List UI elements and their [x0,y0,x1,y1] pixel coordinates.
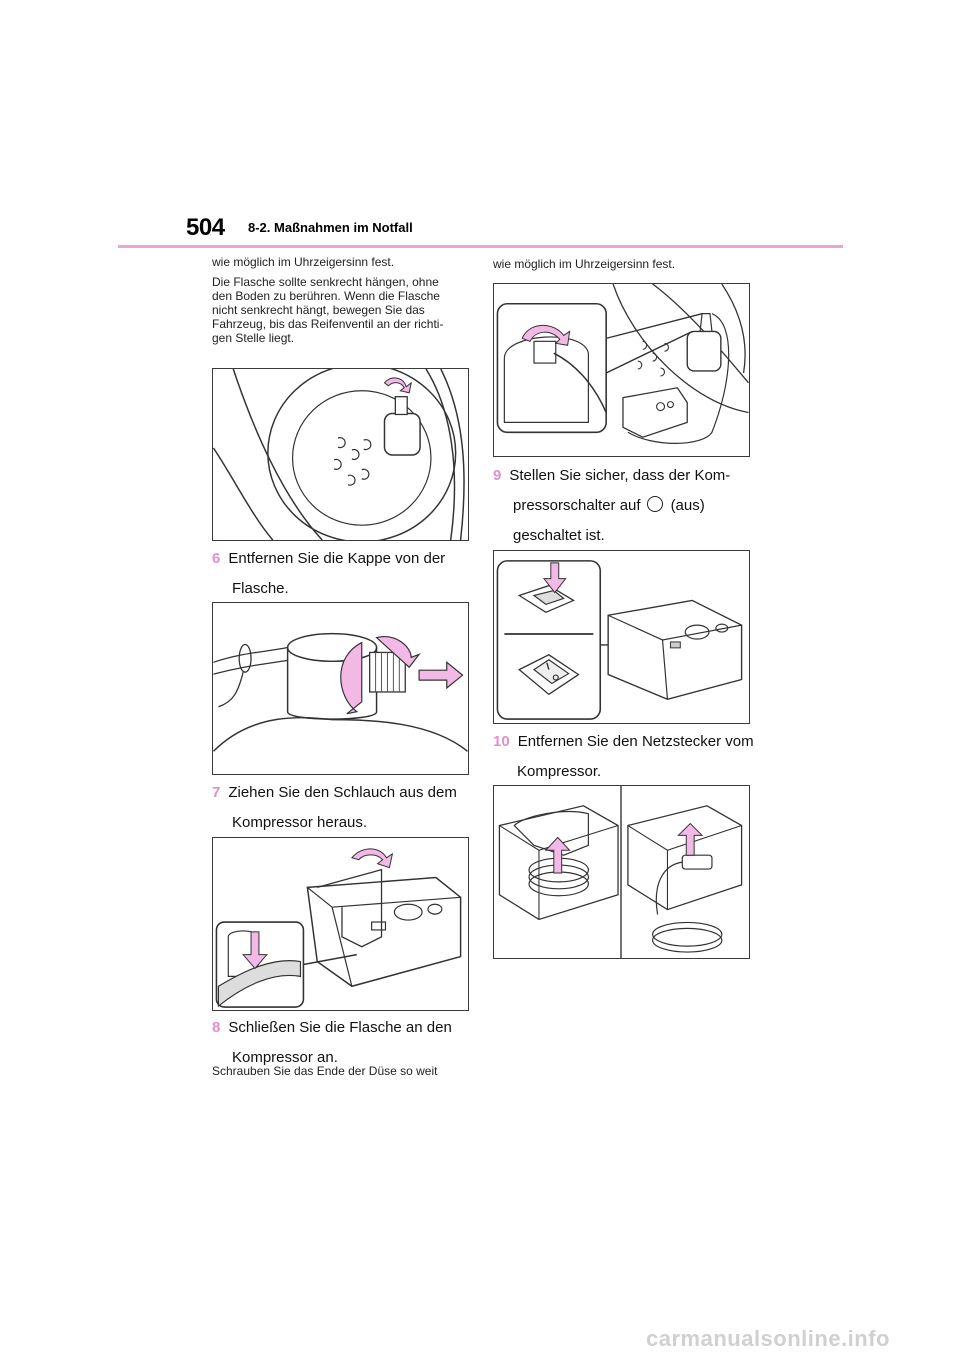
step-number: 10 [493,733,510,750]
step-text: Kompressor. [517,763,602,780]
step-9: 9 Stellen Sie sicher, dass der Kom- press… [493,461,773,551]
figure-switch-off [493,550,750,724]
step-6: 6 Entfernen Sie die Kappe von der Flasche… [212,544,482,604]
step-text: geschaltet ist. [513,527,605,544]
step-number: 6 [212,550,221,567]
step-text: Kompressor heraus. [232,814,368,831]
figure-pull-hose [212,837,469,1011]
note-line: gen Stelle liegt. [212,331,295,345]
step-text: Ziehen Sie den Schlauch aus dem [228,784,457,801]
step-text: Kompressor an. [232,1049,338,1066]
circle-off-icon [646,496,663,512]
step-text: Schließen Sie die Flasche an den [228,1019,452,1036]
note-line: Die Flasche sollte senkrecht hängen, ohn… [212,275,439,289]
step-text: pressorschalter auf [513,497,641,514]
section-title: 8-2. Maßnahmen im Notfall [248,220,413,235]
left-footer-line: Schrauben Sie das Ende der Düse so weit [212,1064,438,1078]
figure-wheel-bottle [212,368,469,541]
left-intro-line: wie möglich im Uhrzeigersinn fest. [212,255,395,269]
step-text: Entfernen Sie den Netzstecker vom [517,733,754,750]
step-10: 10 Entfernen Sie den Netzstecker vom Komp… [493,727,773,787]
watermark: carmanualsonline.info [646,1326,890,1351]
step-text: Stellen Sie sicher, dass der Kom- [509,467,731,484]
attach-bottle-illustration [496,284,749,444]
step-text: (aus) [670,497,705,514]
step-7: 7 Ziehen Sie den Schlauch aus dem Kompres… [212,778,482,838]
note-line: Fahrzeug, bis das Reifenventil an der ri… [212,317,444,331]
step-number: 7 [212,784,221,801]
note-line: nicht senkrecht hängt, bewegen Sie das [212,303,425,317]
right-intro-line: wie möglich im Uhrzeigersinn fest. [493,257,676,271]
wheel-bottle-illustration [213,369,465,540]
step-number: 9 [493,467,502,484]
note-line: den Boden zu berühren. Wenn die Flasche [212,289,440,303]
pull-hose-illustration [215,848,462,1008]
step-8: 8 Schließen Sie die Flasche an den Kompre… [212,1013,482,1073]
header-rule [118,245,843,248]
figure-remove-cap [212,602,469,775]
unplug-illustration [498,786,743,958]
left-intro-note: Die Flasche sollte senkrecht hängen, ohn… [212,275,472,345]
step-number: 8 [212,1019,221,1036]
page-number: 504 [186,214,225,241]
step-text: Flasche. [232,580,289,597]
step-text: Entfernen Sie die Kappe von der [228,550,446,567]
switch-off-illustration [496,560,743,720]
remove-cap-illustration [213,632,468,752]
figure-unplug [493,785,750,959]
figure-attach-bottle [493,283,750,457]
